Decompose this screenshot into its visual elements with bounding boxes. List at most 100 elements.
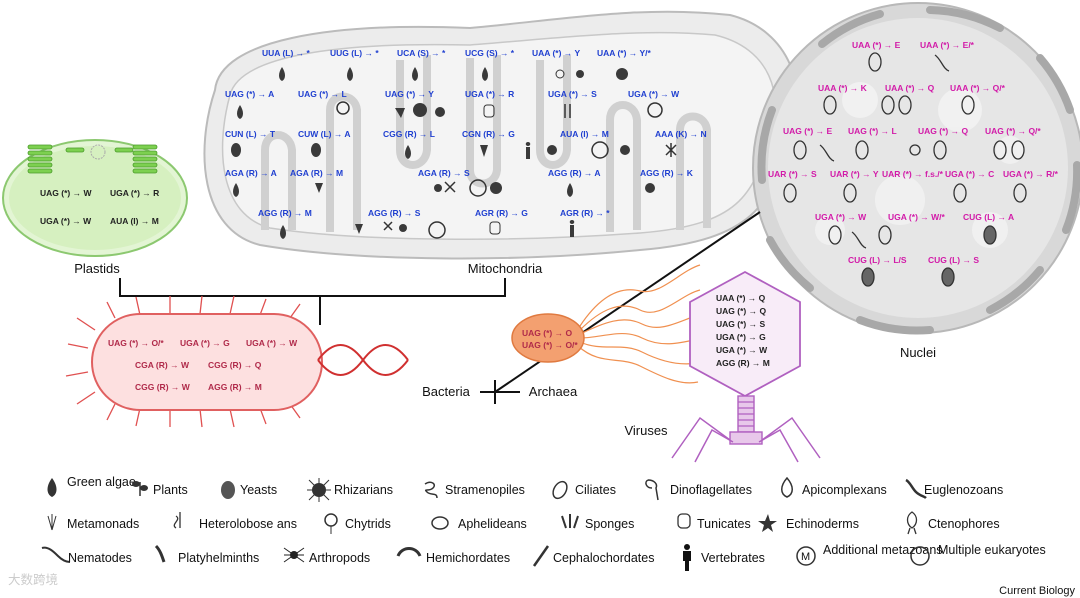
- metamonad-icon: [47, 514, 57, 531]
- legend-item: Rhizarians: [334, 483, 393, 497]
- nuclear-code: UAR (*) → f.s./*: [882, 169, 944, 179]
- dinoflagellate-icon: [645, 479, 659, 501]
- ctenophore-icon: [906, 511, 918, 535]
- mito-code: UGA (*) → W: [628, 89, 680, 99]
- mito-code: CGN (R) → G: [462, 129, 515, 139]
- mito-code: AGG (R) → S: [368, 208, 421, 218]
- mito-code: AGR (R) → G: [475, 208, 528, 218]
- bacteria-code: UAG (*) → O/*: [108, 338, 164, 348]
- archaea-label: Archaea: [529, 384, 578, 399]
- nuclear-code: UAA (*) → Q/*: [950, 83, 1006, 93]
- bacterium-cell: [65, 295, 409, 428]
- nuclear-code: UAR (*) → Y: [830, 169, 879, 179]
- mito-code: AUA (I) → M: [560, 129, 609, 139]
- euglenozoan-icon: [905, 478, 927, 499]
- bacteria-code: AGG (R) → M: [208, 382, 262, 392]
- vertebrate-icon: [683, 544, 691, 571]
- nuclear-code: UAG (*) → Q: [918, 126, 968, 136]
- virus-phage: [671, 270, 821, 463]
- nuclear-code: UAG (*) → L: [848, 126, 897, 136]
- echinoderm-icon: [758, 514, 777, 532]
- nuclear-code: UAA (*) → Q: [885, 83, 935, 93]
- mito-code: UAG (*) → Y: [385, 89, 434, 99]
- legend-item: Nematodes: [68, 551, 132, 565]
- legend-item: Echinoderms: [786, 517, 859, 531]
- stramenopile-icon: [424, 481, 438, 499]
- multiple-eukaryotes-icon: [910, 546, 930, 566]
- legend-item: Apicomplexans: [802, 483, 887, 497]
- bacteria-label: Bacteria: [422, 384, 470, 399]
- mitochondria-label: Mitochondria: [468, 261, 543, 276]
- mito-code: AGA (R) → A: [225, 168, 277, 178]
- bacteria-code: CGG (R) → Q: [208, 360, 262, 370]
- legend-item: Dinoflagellates: [670, 483, 752, 497]
- legend-item: Arthropods: [309, 551, 370, 565]
- legend-item: Plants: [153, 483, 188, 497]
- legend: Green algae Plants Yeasts Rhizarians Str…: [41, 475, 1046, 571]
- bacteria-code: CGG (R) → W: [135, 382, 191, 392]
- legend-item: Green algae: [67, 475, 136, 489]
- archaea-code: UAG (*) → O: [522, 328, 572, 338]
- mito-code: AGA (R) → S: [418, 168, 470, 178]
- bacteria-code: UGA (*) → W: [246, 338, 298, 348]
- mito-code: AGG (R) → K: [640, 168, 694, 178]
- mito-code: UAA (*) → Y/*: [597, 48, 652, 58]
- plastids-label: Plastids: [74, 261, 120, 276]
- plastid-code: AUA (I) → M: [110, 216, 159, 226]
- platyhelminth-icon: [154, 544, 166, 563]
- green-algae-icon: [47, 478, 57, 497]
- nuclear-code: UGA (*) → W: [815, 212, 867, 222]
- nuclear-code: CUG (L) → S: [928, 255, 979, 265]
- mito-code: UCG (S) → *: [465, 48, 515, 58]
- legend-item: Chytrids: [345, 517, 391, 531]
- mito-code: UAG (*) → A: [225, 89, 274, 99]
- nuclear-code: UAA (*) → K: [818, 83, 868, 93]
- bacteria-code: UGA (*) → G: [180, 338, 230, 348]
- legend-item: Ctenophores: [928, 517, 1000, 531]
- nuclear-code: UGA (*) → R/*: [1003, 169, 1059, 179]
- legend-item: Yeasts: [240, 483, 277, 497]
- aphelidean-icon: [431, 516, 449, 530]
- mito-code: CUW (L) → A: [298, 129, 351, 139]
- nuclear-code: CUG (L) → A: [963, 212, 1014, 222]
- virus-code: UAG (*) → Q: [716, 306, 766, 316]
- nuclear-codes: UAA (*) → E UAA (*) → E/* UAA (*) → K UA…: [768, 40, 1059, 265]
- cephalochordate-icon: [532, 545, 550, 567]
- nuclear-code: UGA (*) → C: [945, 169, 994, 179]
- rhizarian-icon: [307, 478, 331, 502]
- legend-item: Metamonads: [67, 517, 139, 531]
- viruses-label: Viruses: [624, 423, 668, 438]
- virus-code: AGG (R) → M: [716, 358, 770, 368]
- mito-code: AGR (R) → *: [560, 208, 610, 218]
- tunicate-icon: [677, 513, 691, 529]
- nuclear-code: CUG (L) → L/S: [848, 255, 907, 265]
- legend-item: Hemichordates: [426, 551, 510, 565]
- legend-item: Multiple eukaryotes: [938, 543, 1046, 557]
- apicomplexan-icon: [781, 476, 793, 498]
- mito-code: CUN (L) → T: [225, 129, 276, 139]
- virus-code: UGA (*) → G: [716, 332, 766, 342]
- plastid-code: UGA (*) → W: [40, 216, 92, 226]
- mito-codes: UUA (L) → * UUG (L) → * UCA (S) → * UCG …: [225, 48, 707, 218]
- mito-code: UUA (L) → *: [262, 48, 311, 58]
- mito-code: AGG (R) → A: [548, 168, 601, 178]
- svg-text:M: M: [801, 551, 810, 563]
- mito-code: CGG (R) → L: [383, 129, 435, 139]
- mito-code: AGA (R) → M: [290, 168, 343, 178]
- mito-organism-icons: [231, 67, 677, 239]
- plastid-code: UGA (*) → R: [110, 188, 159, 198]
- legend-item: Ciliates: [575, 483, 616, 497]
- watermark: 大数跨境: [8, 572, 58, 587]
- mito-code: UGA (*) → S: [548, 89, 597, 99]
- mito-code: AGG (R) → M: [258, 208, 312, 218]
- legend-item: Additional metazoans: [823, 543, 943, 557]
- legend-item: Euglenozoans: [924, 483, 1003, 497]
- nuclear-code: UAA (*) → E: [852, 40, 901, 50]
- legend-item: Cephalochordates: [553, 551, 654, 565]
- plastid-organelle: [2, 139, 188, 257]
- mito-code: UCA (S) → *: [397, 48, 446, 58]
- legend-item: Sponges: [585, 517, 634, 531]
- legend-item: Vertebrates: [701, 551, 765, 565]
- nuclear-code: UAA (*) → E/*: [920, 40, 975, 50]
